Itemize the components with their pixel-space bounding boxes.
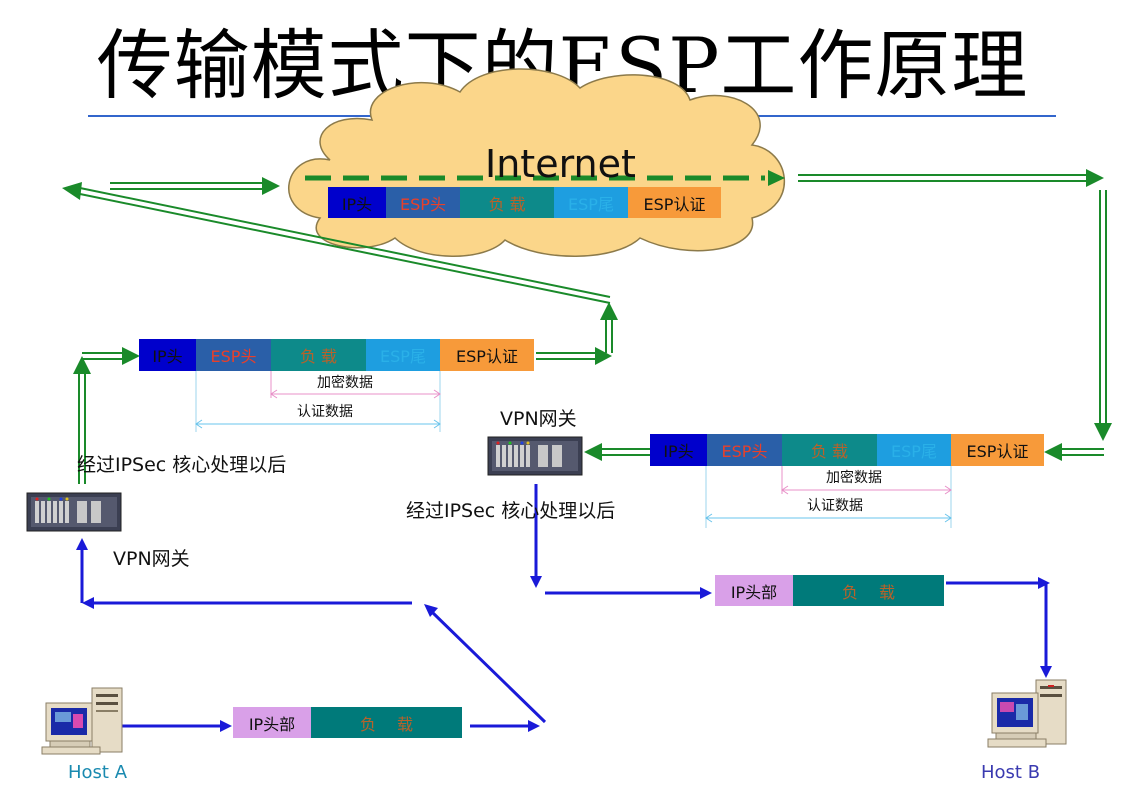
encrypted-data-label-right: 加密数据 <box>826 470 882 486</box>
vpn-gateway-label-right: VPN网关 <box>500 408 577 430</box>
esp-packet-left: IP头 ESP头 负 载 ESP尾 ESP认证 <box>139 339 534 371</box>
esp-head-segment: ESP头 <box>707 434 782 466</box>
plain-packet-left: IP头部 负 载 <box>233 707 462 738</box>
authenticated-data-label-left: 认证数据 <box>297 404 353 420</box>
bracket-lines-right <box>705 465 952 528</box>
esp-tail-segment: ESP尾 <box>366 339 440 371</box>
esp-auth-segment: ESP认证 <box>951 434 1044 466</box>
esp-tail-segment: ESP尾 <box>554 187 628 218</box>
vpn-gateway-right-icon <box>487 436 583 476</box>
encrypted-data-label-left: 加密数据 <box>317 375 373 391</box>
payload-segment: 负 载 <box>460 187 554 218</box>
host-b-computer-icon <box>987 679 1067 748</box>
payload-segment: 负 载 <box>793 575 944 606</box>
ip-header-segment: IP头部 <box>233 707 311 738</box>
esp-head-segment: ESP头 <box>196 339 271 371</box>
processed-label-left: 经过IPSec 核心处理以后 <box>77 454 287 476</box>
plain-packet-right: IP头部 负 载 <box>715 575 944 606</box>
payload-segment: 负 载 <box>782 434 877 466</box>
ip-head-segment: IP头 <box>328 187 386 218</box>
esp-auth-segment: ESP认证 <box>628 187 721 218</box>
ip-head-segment: IP头 <box>139 339 196 371</box>
blue-flow-arrows <box>76 484 1052 732</box>
esp-tail-segment: ESP尾 <box>877 434 951 466</box>
esp-auth-segment: ESP认证 <box>440 339 534 371</box>
ip-head-segment: IP头 <box>650 434 707 466</box>
ip-header-segment: IP头部 <box>715 575 793 606</box>
esp-head-segment: ESP头 <box>386 187 460 218</box>
authenticated-data-label-right: 认证数据 <box>807 498 863 514</box>
tunnel-dashed-arrow <box>305 170 785 186</box>
vpn-gateway-left-icon <box>26 492 122 532</box>
processed-label-right: 经过IPSec 核心处理以后 <box>406 500 616 522</box>
host-a-computer-icon <box>41 687 123 755</box>
esp-packet-right: IP头 ESP头 负 载 ESP尾 ESP认证 <box>650 434 1044 466</box>
payload-segment: 负 载 <box>271 339 366 371</box>
bracket-lines-left <box>195 370 441 432</box>
host-b-label: Host B <box>981 762 1041 783</box>
host-a-label: Host A <box>68 762 128 783</box>
internet-label: Internet <box>485 142 636 186</box>
payload-segment: 负 载 <box>311 707 462 738</box>
vpn-gateway-label-left: VPN网关 <box>113 548 190 570</box>
green-flow-arrows <box>62 169 1112 484</box>
esp-packet-internet: IP头 ESP头 负 载 ESP尾 ESP认证 <box>328 187 721 218</box>
